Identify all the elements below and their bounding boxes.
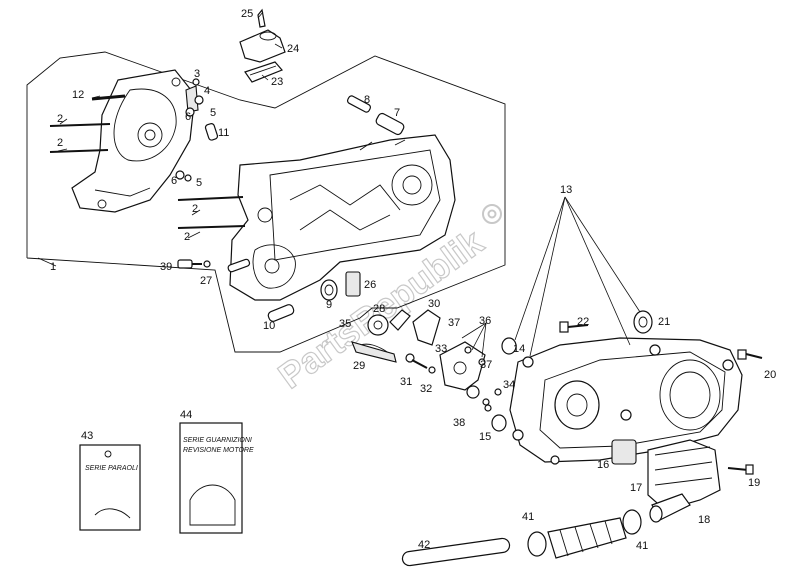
label-34: 34: [503, 379, 515, 391]
transmission-cover: [509, 337, 743, 465]
label-39: 39: [160, 261, 172, 273]
label-11: 11: [218, 127, 229, 139]
bolt-19: [727, 464, 754, 475]
label-36: 36: [479, 315, 491, 327]
label-44: 44: [180, 409, 192, 421]
label-24: 24: [287, 43, 299, 55]
label-14: 14: [513, 343, 525, 355]
label-41a: 41: [522, 511, 534, 523]
label-25: 25: [241, 8, 253, 20]
dowel-pins-7-8: [346, 95, 405, 136]
label-4: 4: [204, 85, 210, 97]
label-35: 35: [339, 318, 351, 330]
gasket-kit-card-44: SERIE GUARNIZIONI REVISIONE MOTORE: [179, 422, 254, 534]
label-30: 30: [428, 298, 440, 310]
label-29: 29: [353, 360, 365, 372]
callout-numbers: 1 2 2 2 2 3 4 5 5 6 6 7 8 9 10 11 12 13 …: [50, 8, 776, 552]
label-42: 42: [418, 539, 430, 551]
oil-pump-group: [345, 271, 490, 406]
label-37b: 37: [480, 359, 492, 371]
label-6a: 6: [185, 111, 191, 123]
label-9: 9: [326, 299, 332, 311]
bolt-22: [559, 321, 589, 333]
rubber-pad-16: [611, 439, 637, 465]
label-28: 28: [373, 303, 385, 315]
label-5a: 5: [210, 107, 216, 119]
card-44-line1: SERIE GUARNIZIONI: [183, 437, 252, 444]
label-2d: 2: [184, 231, 190, 243]
hose-42: [401, 537, 511, 567]
card-44-line2: REVISIONE MOTORE: [183, 447, 254, 454]
bolt-20: [737, 349, 763, 360]
bellows-and-clamps: [527, 509, 642, 559]
label-3: 3: [194, 68, 200, 80]
label-16: 16: [597, 459, 609, 471]
label-17: 17: [630, 482, 642, 494]
label-21: 21: [658, 316, 670, 328]
label-33: 33: [435, 343, 447, 355]
label-13: 13: [560, 184, 572, 196]
crankcase-left-half: [71, 69, 199, 213]
label-5b: 5: [196, 177, 202, 189]
bushing-14: [501, 337, 517, 355]
label-10: 10: [263, 320, 275, 332]
intake-manifold: [239, 8, 286, 83]
seal-kit-card-43: SERIE PARAOLI: [79, 444, 141, 531]
label-43: 43: [81, 430, 93, 442]
leader-lines: [57, 11, 641, 358]
label-20: 20: [764, 369, 776, 381]
pump-bolts: [411, 359, 502, 412]
bearing-21: [633, 310, 653, 334]
bushing-15: [491, 414, 507, 432]
stud-bolts-left: [49, 94, 126, 153]
bolt-39-and-pin-27: [177, 258, 251, 273]
crankcase-group-outline: [26, 51, 506, 353]
label-18: 18: [698, 514, 710, 526]
label-37a: 37: [448, 317, 460, 329]
card-43-title: SERIE PARAOLI: [85, 465, 138, 472]
pins-and-washers: [175, 78, 219, 182]
label-41b: 41: [636, 540, 648, 552]
label-6b: 6: [171, 175, 177, 187]
label-19: 19: [748, 477, 760, 489]
label-32: 32: [420, 383, 432, 395]
dowel-10: [267, 304, 295, 322]
label-23: 23: [271, 76, 283, 88]
crankcase-right-half: [229, 134, 456, 301]
bushing-9: [320, 279, 338, 301]
label-2b: 2: [57, 137, 63, 149]
label-2c: 2: [192, 203, 198, 215]
label-8: 8: [364, 94, 370, 106]
label-15: 15: [479, 431, 491, 443]
label-2a: 2: [57, 113, 63, 125]
stud-bolts-middle: [177, 196, 246, 229]
air-intake-duct: [647, 439, 721, 523]
watermark-gear-icon: [482, 204, 502, 224]
label-31: 31: [400, 376, 412, 388]
label-22: 22: [577, 316, 589, 328]
label-27: 27: [200, 275, 212, 287]
label-1: 1: [50, 261, 56, 273]
label-38: 38: [453, 417, 465, 429]
label-12: 12: [72, 89, 84, 101]
label-26: 26: [364, 279, 376, 291]
label-7: 7: [394, 107, 400, 119]
